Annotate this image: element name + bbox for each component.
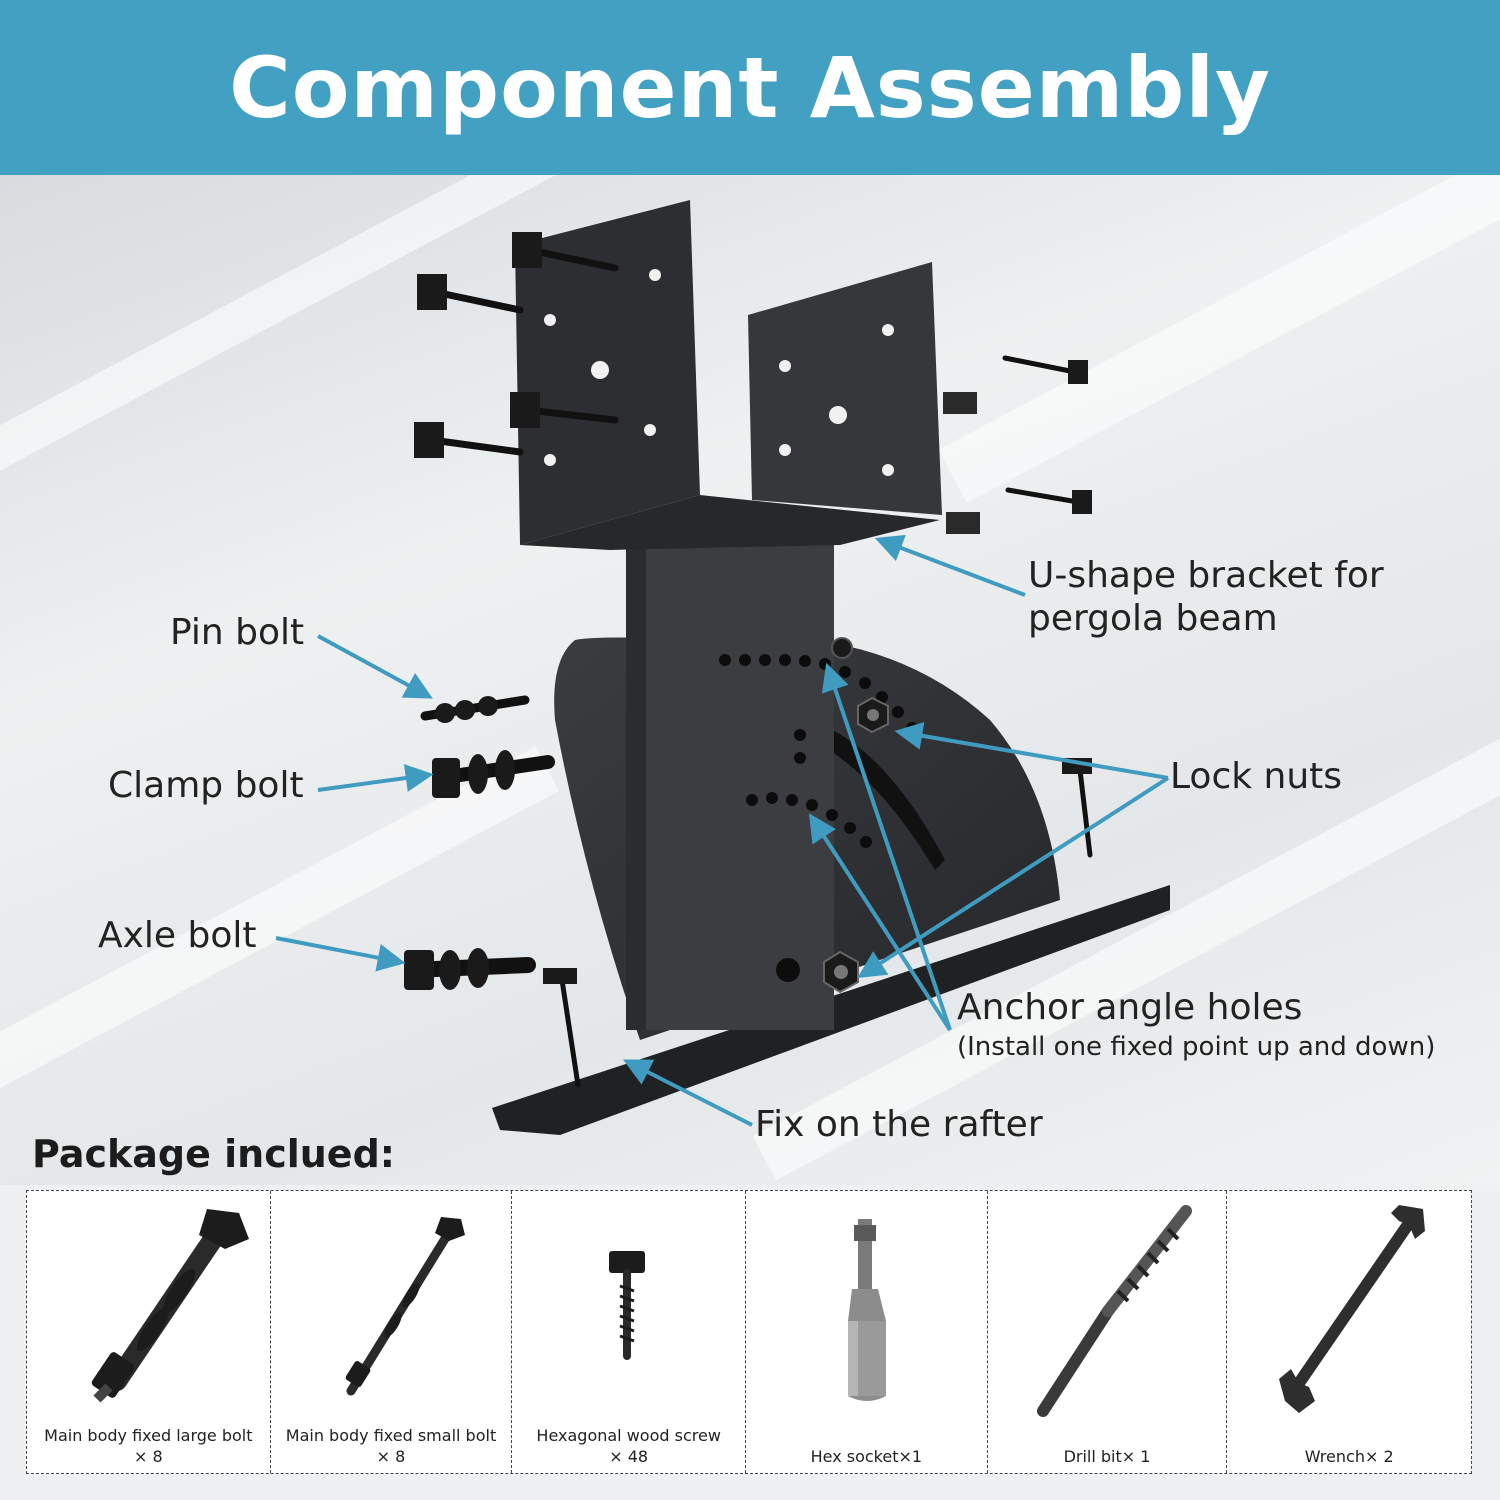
pin-bolt-icon — [420, 695, 530, 723]
wood-screw-icon — [609, 1251, 646, 1360]
package-item-wood-screw: Hexagonal wood screw × 48 — [512, 1191, 746, 1473]
package-item-hex-socket: Hex socket×1 — [746, 1191, 988, 1473]
package-item-wrench: Wrench× 2 — [1227, 1191, 1471, 1473]
anchor-angle-holes-label: Anchor angle holes — [957, 987, 1303, 1028]
axle-bolt-label: Axle bolt — [98, 915, 257, 956]
hex-socket-icon — [848, 1219, 886, 1401]
package-contents-grid: Main body fixed large bolt × 8 Main body… — [26, 1190, 1472, 1474]
page-title: Component Assembly — [229, 38, 1271, 137]
u-shape-bracket — [515, 200, 942, 550]
bracket-illustration — [275, 200, 1170, 1135]
drill-bit-icon — [1036, 1205, 1192, 1417]
lock-nut-icon — [823, 637, 889, 994]
package-item-large-bolt: Main body fixed large bolt × 8 — [27, 1191, 271, 1473]
package-item-drill-bit: Drill bit× 1 — [988, 1191, 1228, 1473]
large-bolt-icon — [91, 1209, 249, 1403]
header-banner: Component Assembly — [0, 0, 1500, 175]
package-item-qty: × 48 — [609, 1447, 649, 1466]
axle-bolt-icon — [404, 948, 536, 990]
small-bolt-icon — [345, 1217, 465, 1396]
package-item-name: Drill bit× 1 — [1063, 1447, 1151, 1466]
u-bracket-label-line1: U-shape bracket for — [1028, 555, 1384, 596]
wrench-icon — [1279, 1205, 1426, 1413]
package-item-name: Hexagonal wood screw — [536, 1426, 721, 1445]
pin-bolt-label: Pin bolt — [170, 612, 305, 653]
clamp-bolt-label: Clamp bolt — [108, 765, 304, 806]
package-item-small-bolt: Main body fixed small bolt × 8 — [271, 1191, 513, 1473]
anchor-note: (Install one fixed point up and down) — [957, 1032, 1436, 1062]
wood-screw-icon — [414, 232, 619, 458]
callout-arrows — [275, 534, 1170, 1127]
package-item-name: Main body fixed small bolt — [285, 1426, 497, 1445]
package-item-name: Main body fixed large bolt — [44, 1426, 253, 1445]
clamp-bolt-icon — [432, 750, 555, 798]
package-item-qty: × 8 — [376, 1447, 406, 1466]
vertical-post — [626, 530, 834, 1030]
package-item-name: Hex socket×1 — [810, 1447, 923, 1466]
fix-on-rafter-label: Fix on the rafter — [755, 1104, 1043, 1145]
package-title: Package inclued: — [32, 1132, 395, 1176]
u-bracket-label-line2: pergola beam — [1028, 598, 1278, 639]
package-item-name: Wrench× 2 — [1304, 1447, 1394, 1466]
lock-nuts-label: Lock nuts — [1170, 756, 1343, 797]
anchor-angle-holes — [719, 654, 918, 982]
package-item-qty: × 8 — [133, 1447, 163, 1466]
wood-screw-icon — [543, 355, 1093, 1088]
